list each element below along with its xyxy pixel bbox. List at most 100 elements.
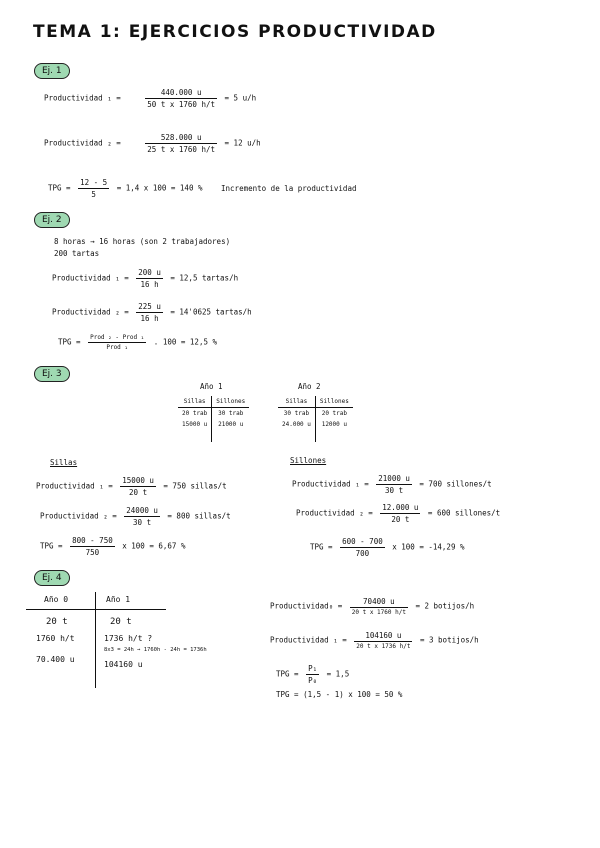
ej4-y0-units: 70.400 u: [36, 655, 75, 664]
ej4-y0-hours: 1760 h/t: [36, 634, 75, 643]
ej3-y2-col-sillas: Sillas: [278, 396, 316, 408]
table-row: [278, 430, 353, 442]
table-row: Sillas Sillones: [178, 396, 250, 408]
ej2-p2-result: = 14'0625 tartas/h: [170, 307, 252, 317]
ej4-productivity-1: Productividad ₁ = 104160 u 20 t x 1736 h…: [270, 631, 479, 650]
table-cell: 20 trab: [321, 410, 347, 417]
exercise-4-badge: Ej. 4: [34, 570, 70, 586]
table-cell: 15000 u: [178, 419, 213, 430]
table-cell: 30 trab: [218, 410, 244, 417]
exercise-3-badge: Ej. 3: [34, 366, 70, 382]
ej1-tpg-result: = 1,4 x 100 = 140 %: [116, 183, 203, 193]
ej4-y1-workers: 20 t: [110, 617, 132, 627]
ej3-sillones-tpg: TPG = 600 - 700 700 x 100 = -14,29 %: [310, 537, 465, 558]
ej3-sillas-productivity-2: Productividad ₂ = 24000 u 30 t = 800 sil…: [40, 506, 231, 527]
ej1-productivity-1: Productividad ₁ = 440.000 u 50 t x 1760 …: [44, 88, 256, 109]
table-cell: 12000 u: [321, 421, 347, 428]
ej3-l-p1-label: Productividad ₁ =: [292, 479, 369, 489]
ej1-p2-denominator: 25 t x 1760 h/t: [147, 145, 216, 154]
ej4-table-hline: [26, 609, 166, 610]
ej1-tpg-numerator: 12 - 5: [78, 178, 110, 189]
table-row: 30 trab 20 trab: [278, 407, 353, 419]
ej3-s-tpg-result: x 100 = 6,67 %: [122, 541, 186, 551]
ej3-l-p1-result: = 700 sillones/t: [419, 479, 492, 489]
ej3-l-tpg-denominator: 700: [355, 549, 370, 558]
ej4-p0-result: = 2 botijos/h: [415, 601, 475, 611]
ej3-s-p2-fraction: 24000 u 30 t: [124, 506, 160, 527]
ej3-y1-col-sillas: Sillas: [178, 396, 213, 408]
ej3-s-p1-denominator: 20 t: [129, 488, 148, 497]
ej4-tpg1-numerator: P₁: [306, 664, 320, 675]
ej1-tpg-denominator: 5: [91, 190, 96, 199]
ej3-l-p1-denominator: 30 t: [385, 486, 404, 495]
ej2-p1-numerator: 200 u: [136, 268, 163, 279]
ej3-s-p2-result: = 800 sillas/t: [167, 511, 231, 521]
ej3-s-p1-numerator: 15000 u: [120, 476, 156, 487]
ej3-l-p2-numerator: 12.000 u: [380, 503, 421, 514]
ej4-tpg1-denominator: P₀: [308, 676, 318, 685]
ej3-sillones-productivity-1: Productividad ₁ = 21000 u 30 t = 700 sil…: [292, 474, 492, 495]
ej4-p0-fraction: 70400 u 20 t x 1760 h/t: [349, 597, 408, 616]
ej2-p1-label: Productividad ₁ =: [52, 273, 129, 283]
ej1-tpg-fraction: 12 - 5 5: [78, 178, 110, 199]
ej3-l-tpg-numerator: 600 - 700: [340, 537, 385, 548]
ej3-sillones-productivity-2: Productividad ₂ = 12.000 u 20 t = 600 si…: [296, 503, 500, 524]
ej2-p2-label: Productividad ₂ =: [52, 307, 129, 317]
ej2-productivity-1: Productividad ₁ = 200 u 16 h = 12,5 tart…: [52, 268, 238, 289]
ej2-tpg-denominator: Prod ₁: [106, 344, 129, 351]
exercise-2-badge: Ej. 2: [34, 212, 70, 228]
ej3-y1-col-sillones: Sillones: [211, 396, 250, 408]
ej4-p0-numerator: 70400 u: [349, 597, 408, 608]
ej2-p1-denominator: 16 h: [140, 280, 159, 289]
page-title: TEMA 1: EJERCICIOS PRODUCTIVIDAD: [33, 22, 437, 42]
ej2-tpg-numerator: Prod ₂ - Prod ₁: [88, 334, 147, 343]
ej1-p2-result: = 12 u/h: [224, 138, 261, 148]
ej3-sillas-tpg: TPG = 800 - 750 750 x 100 = 6,67 %: [40, 536, 185, 557]
ej3-s-tpg-denominator: 750: [85, 548, 100, 557]
ej3-l-p2-fraction: 12.000 u 20 t: [380, 503, 421, 524]
ej3-year2-table: Sillas Sillones 30 trab 20 trab 24.000 u…: [278, 396, 353, 442]
ej3-s-tpg-fraction: 800 - 750 750: [70, 536, 115, 557]
ej4-p1-numerator: 104160 u: [354, 631, 413, 642]
ej4-col-year0: Año 0: [44, 595, 69, 604]
ej3-sillones-heading: Sillones: [290, 456, 327, 465]
table-row: [178, 430, 249, 442]
ej3-s-p1-label: Productividad ₁ =: [36, 481, 113, 491]
table-cell: 20 trab: [178, 407, 213, 419]
ej4-p0-label: Productividad₀ =: [270, 601, 343, 611]
ej1-p1-numerator: 440.000 u: [145, 88, 218, 99]
ej3-s-p2-denominator: 30 t: [133, 518, 152, 527]
ej3-sillas-productivity-1: Productividad ₁ = 15000 u 20 t = 750 sil…: [36, 476, 227, 497]
ej1-tpg: TPG = 12 - 5 5 = 1,4 x 100 = 140 % Incre…: [48, 178, 356, 199]
ej2-p2-denominator: 16 h: [140, 314, 159, 323]
ej4-productivity-0: Productividad₀ = 70400 u 20 t x 1760 h/t…: [270, 597, 474, 616]
ej4-p1-label: Productividad ₁ =: [270, 635, 347, 645]
ej4-tpg1-label: TPG =: [276, 669, 299, 679]
ej2-p1-fraction: 200 u 16 h: [136, 268, 163, 289]
table-row: 20 trab 30 trab: [178, 407, 249, 419]
table-row: 15000 u 21000 u: [178, 419, 249, 430]
ej1-p2-label: Productividad ₂ =: [44, 138, 121, 148]
ej2-tpg-result: . 100 = 12,5 %: [153, 337, 218, 347]
ej3-year2-heading: Año 2: [298, 382, 321, 391]
ej3-l-tpg-fraction: 600 - 700 700: [340, 537, 385, 558]
ej4-tpg-ratio: TPG = P₁ P₀ = 1,5: [276, 664, 349, 685]
ej1-p1-fraction: 440.000 u 50 t x 1760 h/t: [145, 88, 218, 109]
ej4-p1-result: = 3 botijos/h: [419, 635, 479, 645]
ej1-p1-label: Productividad ₁ =: [44, 93, 121, 103]
ej3-l-p2-label: Productividad ₂ =: [296, 508, 373, 518]
ej3-year1-heading: Año 1: [200, 382, 223, 391]
ej3-s-tpg-label: TPG =: [40, 541, 63, 551]
table-cell: 21000 u: [218, 421, 244, 428]
ej3-l-p2-result: = 600 sillones/t: [427, 508, 501, 518]
ej4-y0-workers: 20 t: [46, 617, 68, 627]
ej3-l-p1-fraction: 21000 u 30 t: [376, 474, 412, 495]
ej1-tpg-label: TPG =: [48, 183, 71, 193]
ej4-y1-units: 104160 u: [104, 660, 143, 669]
ej1-p1-denominator: 50 t x 1760 h/t: [147, 100, 216, 109]
ej3-sillas-heading: Sillas: [50, 458, 78, 467]
exercise-1-badge: Ej. 1: [34, 63, 70, 79]
ej3-year1-table: Sillas Sillones 20 trab 30 trab 15000 u …: [178, 396, 250, 442]
ej2-productivity-2: Productividad ₂ = 225 u 16 h = 14'0625 t…: [52, 302, 252, 323]
ej2-tartas-note: 200 tartas: [54, 249, 100, 258]
